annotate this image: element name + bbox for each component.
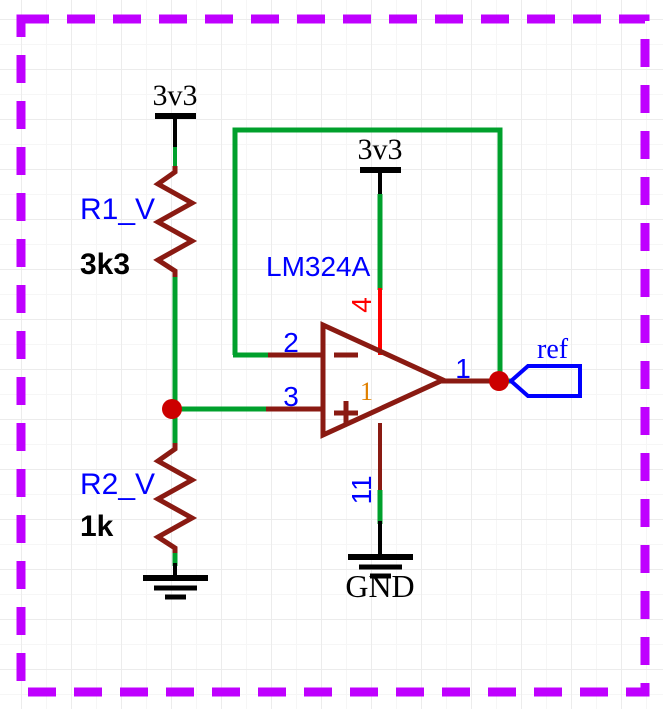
opamp-pin-number-3: 3 [283,381,299,412]
net-flag-shape [507,364,582,398]
opamp-lm324a[interactable]: LM324A 1 [266,251,450,439]
resistor-r2-body [152,443,198,556]
opamp-pin-number-1: 1 [455,353,471,384]
wire-feedback-loop[interactable] [232,127,503,381]
opamp-triangle [320,321,450,439]
resistor-r1-value: 3k3 [80,248,130,281]
ground-symbol-r2[interactable] [143,563,208,600]
power-symbol-3v3-opamp[interactable]: 3v3 [358,133,403,196]
resistor-r1-body [152,166,198,279]
power-label-3v3-opamp: 3v3 [358,133,403,166]
resistor-r1[interactable]: R1_V 3k3 [80,166,198,281]
resistor-r1-designator: R1_V [80,193,155,226]
resistor-r2-value: 1k [80,510,114,543]
power-label-3v3-left: 3v3 [153,79,198,112]
opamp-pin-number-2: 2 [283,327,299,358]
sheet-border [16,14,650,697]
opamp-designator: 1 [360,377,373,406]
resistor-r2[interactable]: R2_V 1k [80,443,198,556]
net-label-ref[interactable]: ref [507,334,582,398]
opamp-pin-number-4: 4 [346,297,377,313]
ground-symbol-opamp[interactable]: GND [345,521,415,604]
resistor-r2-designator: R2_V [80,468,155,501]
opamp-part-label: LM324A [266,251,371,282]
net-label-ref-text: ref [537,334,569,365]
opamp-pin-number-11: 11 [346,475,377,504]
junction-divider-midpoint [162,399,182,419]
junction-output-ref [489,371,509,391]
ground-label-gnd: GND [345,568,414,604]
power-symbol-3v3-left[interactable]: 3v3 [153,79,198,166]
